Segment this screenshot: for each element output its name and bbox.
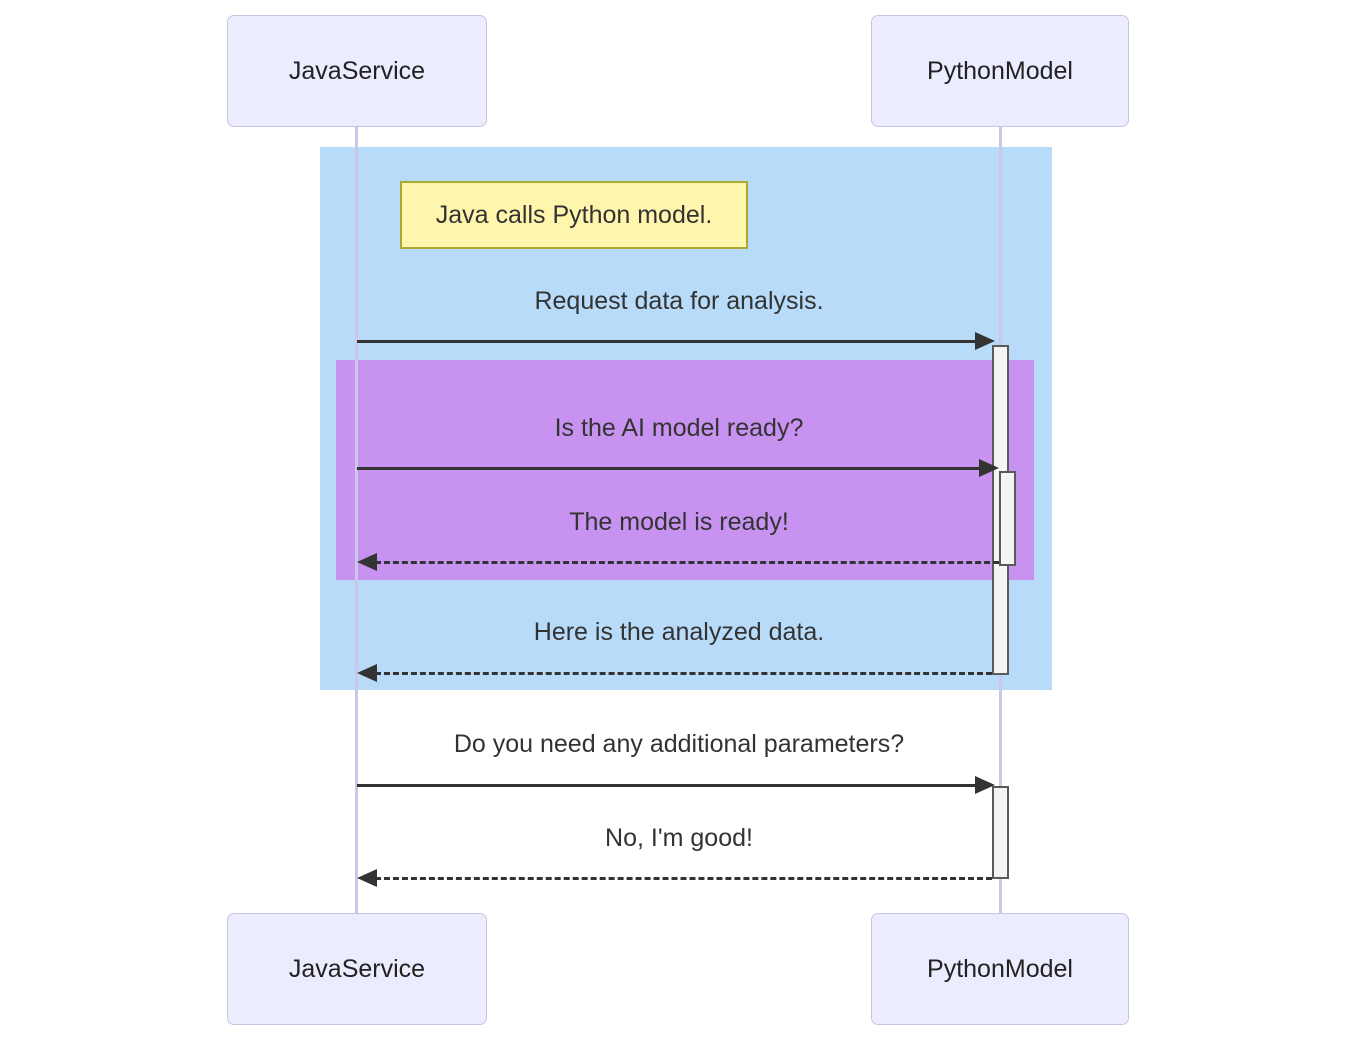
message-line	[357, 784, 975, 787]
actor-label: PythonModel	[927, 954, 1073, 983]
actor-label: JavaService	[288, 954, 426, 983]
arrowhead-right	[975, 776, 995, 794]
message-line	[375, 877, 992, 880]
arrowhead-right	[975, 332, 995, 350]
note-box: Java calls Python model.	[400, 181, 748, 249]
message-line	[357, 467, 980, 470]
actor-box-javaservice-top: JavaService	[227, 15, 487, 127]
highlight-rect-purple	[336, 360, 1034, 580]
message-text: Request data for analysis.	[534, 287, 824, 315]
message-text: Here is the analyzed data.	[533, 618, 825, 646]
activation-bar-nested	[999, 471, 1016, 566]
message-text: Is the AI model ready?	[554, 414, 804, 442]
actor-label: JavaService	[288, 56, 426, 85]
actor-box-javaservice-bottom: JavaService	[227, 913, 487, 1025]
arrowhead-left	[357, 664, 377, 682]
message-line	[375, 672, 992, 675]
actor-label: PythonModel	[927, 56, 1073, 85]
arrowhead-left	[357, 869, 377, 887]
arrowhead-left	[357, 553, 377, 571]
message-text: No, I'm good!	[605, 824, 753, 852]
actor-box-pythonmodel-bottom: PythonModel	[871, 913, 1129, 1025]
message-line	[375, 561, 999, 564]
message-text: Do you need any additional parameters?	[453, 730, 905, 758]
activation-bar-bottom	[992, 786, 1009, 879]
message-text: The model is ready!	[569, 508, 789, 536]
actor-box-pythonmodel-top: PythonModel	[871, 15, 1129, 127]
message-line	[357, 340, 976, 343]
arrowhead-right	[979, 459, 999, 477]
note-text: Java calls Python model.	[435, 200, 713, 229]
lifeline-javaservice	[355, 127, 358, 913]
